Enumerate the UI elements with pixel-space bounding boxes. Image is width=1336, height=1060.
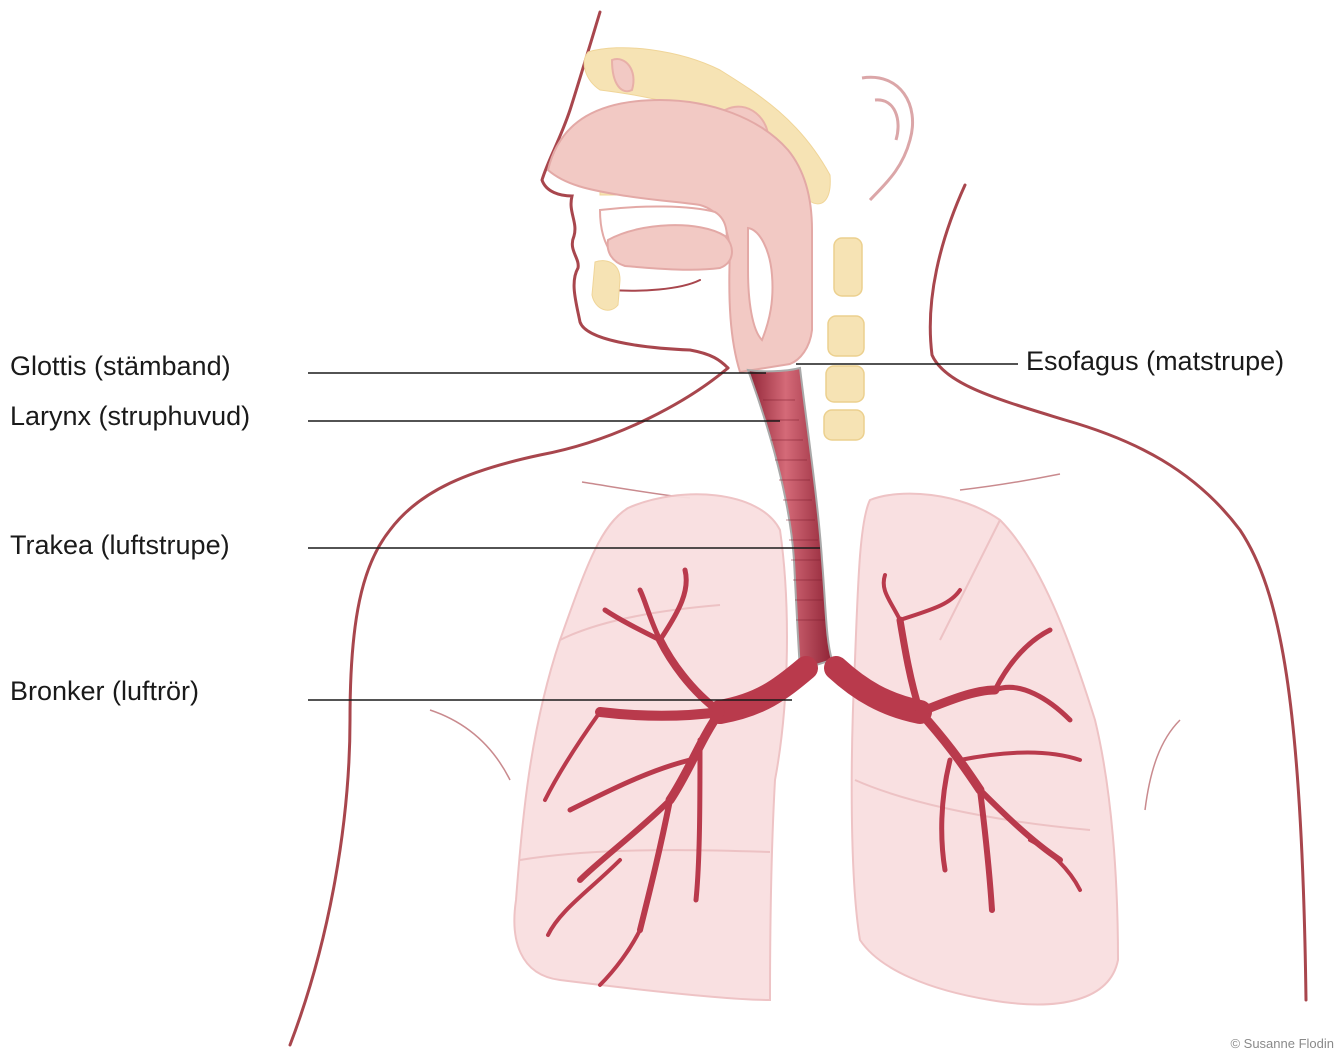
label-glottis: Glottis (stämband) xyxy=(10,353,231,380)
ear xyxy=(862,77,913,200)
label-larynx: Larynx (struphuvud) xyxy=(10,403,250,430)
tongue xyxy=(608,225,732,270)
label-bronker: Bronker (luftrör) xyxy=(10,678,199,705)
credit-text: © Susanne Flodin xyxy=(1230,1036,1334,1051)
cervical-vertebrae xyxy=(824,238,864,440)
label-esofagus: Esofagus (matstrupe) xyxy=(1026,348,1284,375)
right-lung xyxy=(852,494,1118,1005)
label-trakea: Trakea (luftstrupe) xyxy=(10,532,230,559)
